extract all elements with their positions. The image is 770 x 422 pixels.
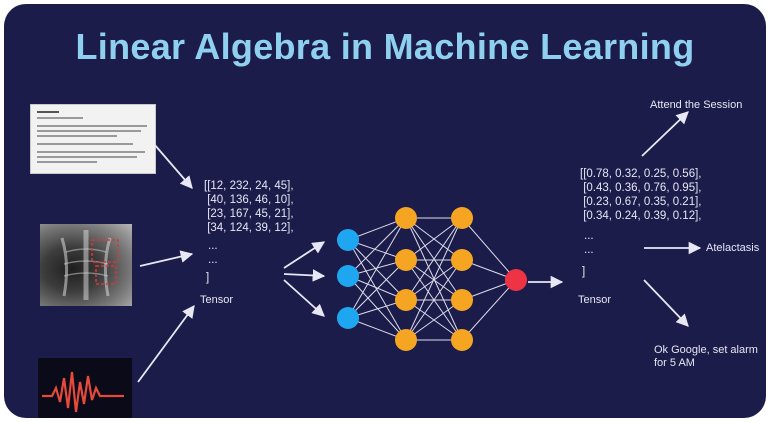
chest-xray-thumbnail: [40, 224, 132, 306]
output-voice-command-line-2: for 5 AM: [654, 357, 695, 369]
output-node-1: [505, 269, 527, 291]
network-edge: [347, 217, 407, 277]
slide-card: Linear Algebra in Machine Learning [[12,…: [4, 4, 766, 418]
network-edge: [347, 217, 407, 319]
hidden1-node-4: [395, 329, 417, 351]
input-tensor-row-2: [40, 136, 46, 10],: [204, 194, 294, 206]
network-edge: [347, 239, 407, 341]
network-edge: [461, 279, 517, 341]
output-tensor-ellipsis-2: ...: [584, 244, 594, 256]
arrow-to-attend-session: [641, 111, 689, 157]
hidden1-node-1: [395, 207, 417, 229]
output-tensor-close: ]: [582, 266, 586, 278]
arrow-audio-to-tensor: [137, 304, 195, 383]
arrow-xray-to-tensor: [139, 250, 194, 267]
output-diagnosis: Atelactasis: [706, 242, 760, 254]
input-tensor-ellipsis-2: ...: [208, 254, 218, 266]
output-tensor-row-3: [0.23, 0.67, 0.35, 0.21],: [580, 196, 702, 208]
input-node-3: [337, 307, 359, 329]
input-tensor-ellipsis-1: ...: [208, 240, 218, 252]
network-nodes: [337, 207, 527, 351]
hidden2-node-1: [451, 207, 473, 229]
network-edge: [405, 299, 463, 341]
page-title: Linear Algebra in Machine Learning: [75, 26, 695, 67]
input-tensor-close: ]: [206, 272, 210, 284]
network-edge: [347, 239, 407, 301]
input-tensor-row-3: [23, 167, 45, 21],: [204, 208, 294, 220]
network-edge: [405, 259, 463, 341]
arrow-document-to-tensor: [153, 143, 193, 189]
output-attend-session: Attend the Session: [650, 99, 743, 111]
network-edges: [347, 217, 517, 341]
hidden1-node-2: [395, 249, 417, 271]
arrow-tensor-to-input-top: [283, 241, 326, 269]
neural-network-diagram: [137, 111, 702, 383]
network-edge: [405, 217, 463, 341]
arrow-to-voice-command: [643, 279, 689, 327]
network-edge: [347, 275, 407, 341]
output-voice-command-line-1: Ok Google, set alarm: [654, 344, 758, 356]
network-edge: [347, 259, 407, 319]
output-tensor-row-2: [0.43, 0.36, 0.76, 0.95],: [580, 182, 702, 194]
arrow-tensor-to-input-mid: [283, 269, 326, 282]
input-tensor-row-4: [34, 124, 39, 12],: [204, 222, 294, 234]
input-tensor-label: Tensor: [200, 294, 234, 306]
output-tensor-label: Tensor: [578, 294, 612, 306]
input-tensor-row-1: [[12, 232, 24, 45],: [204, 180, 294, 192]
input-node-1: [337, 229, 359, 251]
hidden1-node-3: [395, 289, 417, 311]
audio-waveform-thumbnail: [38, 358, 132, 418]
output-tensor-row-1: [[0.78, 0.32, 0.25, 0.56],: [580, 168, 702, 180]
network-edge: [461, 217, 517, 281]
document-thumbnail: [30, 104, 156, 174]
output-tensor-row-4: [0.34, 0.24, 0.39, 0.12],: [580, 210, 702, 222]
network-edge: [405, 217, 463, 261]
input-node-2: [337, 265, 359, 287]
arrow-tensor-to-input-bottom: [283, 279, 325, 317]
flow-arrows: [137, 111, 702, 383]
hidden2-node-4: [451, 329, 473, 351]
hidden2-node-3: [451, 289, 473, 311]
output-tensor-ellipsis-1: ...: [584, 230, 594, 242]
network-edge: [405, 217, 463, 301]
hidden2-node-2: [451, 249, 473, 271]
